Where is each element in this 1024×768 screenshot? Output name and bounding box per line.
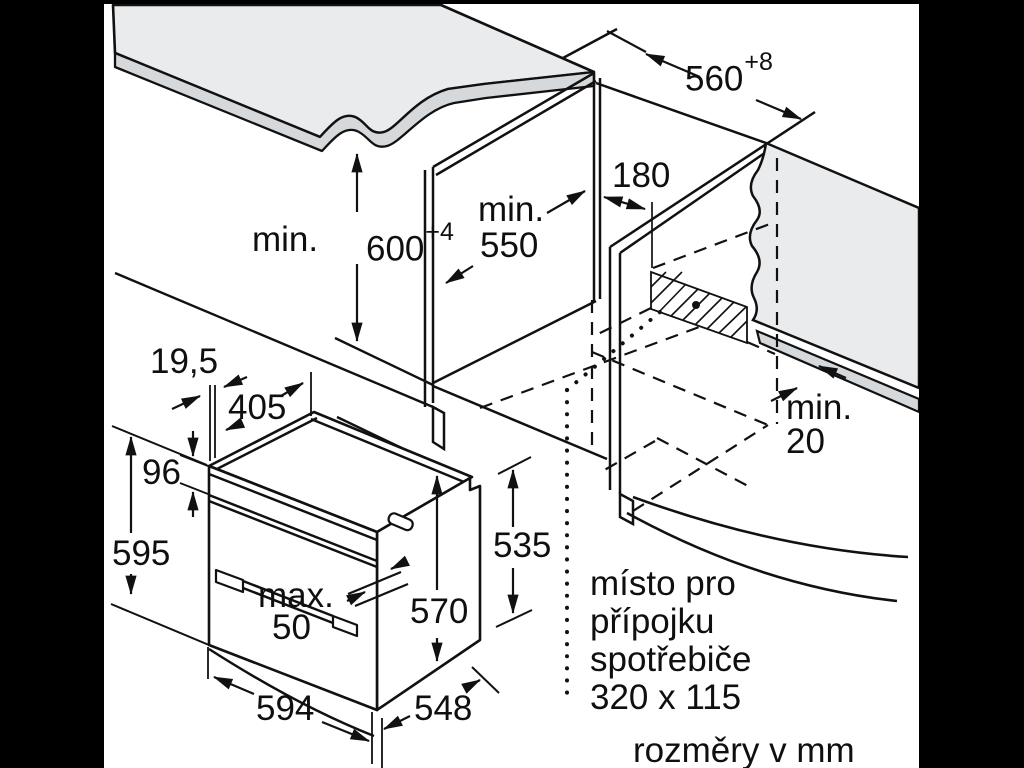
dim-niche-depth-arrow: [445, 190, 586, 284]
dim-conduit-offset-label: 180: [612, 156, 671, 195]
connection-note-line-4: 320 x 115: [590, 678, 742, 717]
dim-rear-height-label: 535: [493, 526, 552, 565]
oven-door-bottom-curve: [208, 647, 375, 738]
dimension-arrows: [110, 30, 847, 768]
niche-cabinet: [423, 27, 618, 461]
dim-conduit-offset-arrow: [602, 195, 653, 268]
dim-oven-height-arrow: [110, 425, 210, 646]
units-note-label: rozměry v mm: [633, 731, 855, 768]
dim-rear-gap-arrow: [770, 364, 847, 402]
hidden-edges-dashed: [479, 158, 779, 512]
oven-side-grip-hole: [387, 512, 414, 532]
connection-note-line-2: přípojku: [590, 602, 715, 641]
dim-niche-width-label: 560+8: [685, 48, 773, 99]
dim-handle-depth-arrow: [346, 555, 410, 606]
pillarbox-right: [919, 0, 1024, 768]
dim-niche-height-prefix: min.: [252, 220, 319, 259]
dim-top-depth-arrow: [225, 372, 312, 432]
pillarbox-left: [0, 0, 104, 768]
oven-handle: [214, 568, 359, 638]
dim-body-height-label: 570: [410, 592, 469, 631]
oven: [207, 410, 482, 738]
dim-rear-gap-label-1: min.: [786, 388, 853, 427]
dim-rear-gap-label-2: 20: [786, 422, 825, 461]
dim-oven-width-label: 594: [256, 689, 315, 728]
dim-niche-depth-label-1: min.: [478, 190, 545, 229]
dim-rear-height-arrow: [495, 456, 533, 628]
dim-niche-height-label: 600+4: [366, 218, 454, 269]
dim-frame-overhang-label: 19,5: [150, 342, 219, 381]
dim-panel-height-arrow: [179, 431, 209, 517]
dim-panel-height-label: 96: [142, 453, 181, 492]
dim-oven-height-label: 595: [112, 534, 171, 573]
oven-front-face: [207, 464, 379, 712]
connection-point-dot: [692, 301, 700, 309]
dim-handle-depth-label-2: 50: [272, 608, 311, 647]
dim-body-depth-label: 548: [414, 689, 473, 728]
dim-top-depth-label: 405: [228, 388, 287, 427]
dim-body-depth-arrow: [383, 666, 500, 730]
dim-oven-width-arrow: [207, 647, 383, 768]
dim-niche-depth-label-2: 550: [480, 226, 539, 265]
border-top: [0, 0, 1024, 4]
dim-handle-depth-label-1: max.: [258, 576, 334, 615]
connection-note-line-1: místo pro: [590, 564, 736, 603]
connection-note-line-3: spotřebiče: [590, 640, 752, 679]
countertop: [111, 3, 596, 153]
connection-area-hatch: [650, 270, 748, 345]
clearance-dotted: [565, 310, 662, 697]
dim-frame-overhang-arrow: [171, 374, 248, 461]
dim-niche-width-arrow: [606, 30, 802, 121]
